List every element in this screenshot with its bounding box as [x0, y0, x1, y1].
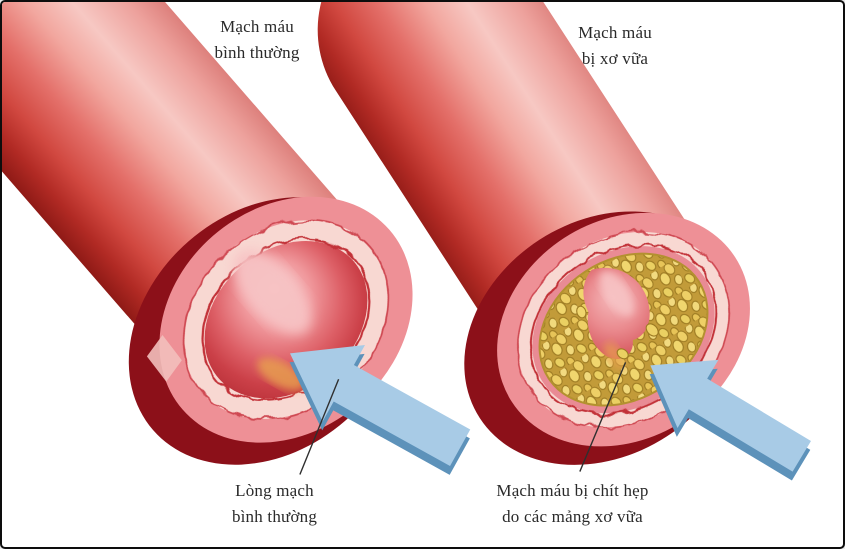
lumen-highlight [233, 249, 312, 335]
narrowed-vessel-caption: Mạch máu bị chít hẹp do các mảng xơ vữa [470, 478, 675, 530]
blood-flow-arrow-atherosclerotic [649, 359, 811, 481]
wall-thickness-step [146, 334, 182, 382]
blood-flow-arrow-normal [289, 345, 471, 475]
label-line: bình thường [214, 43, 300, 62]
label-line: do các mảng xơ vữa [502, 507, 643, 526]
leader-line-plaque [579, 362, 627, 472]
label-line: Lòng mạch [235, 481, 314, 500]
channel-glow [604, 342, 626, 371]
label-line: Mạch máu [578, 23, 652, 42]
narrowed-channel [583, 268, 650, 359]
label-line: bị xơ vữa [581, 49, 649, 68]
atherosclerotic-vessel-title: Mạch máu bị xơ vữa [525, 20, 705, 72]
normal-lumen-caption: Lòng mạch bình thường [182, 478, 367, 530]
arrow-face [650, 359, 811, 472]
arrow-face [289, 345, 471, 466]
lumen-glow [257, 357, 305, 391]
normal-vessel [2, 2, 413, 465]
normal-vessel-title: Mạch máu bình thường [167, 14, 347, 66]
label-line: Mạch máu bị chít hẹp [496, 481, 649, 500]
channel-highlight [599, 271, 635, 317]
plaque-pebble-cluster [576, 305, 659, 360]
label-line: bình thường [231, 507, 318, 526]
label-line: Mạch máu [220, 17, 294, 36]
leader-line-normal-lumen [299, 378, 340, 475]
